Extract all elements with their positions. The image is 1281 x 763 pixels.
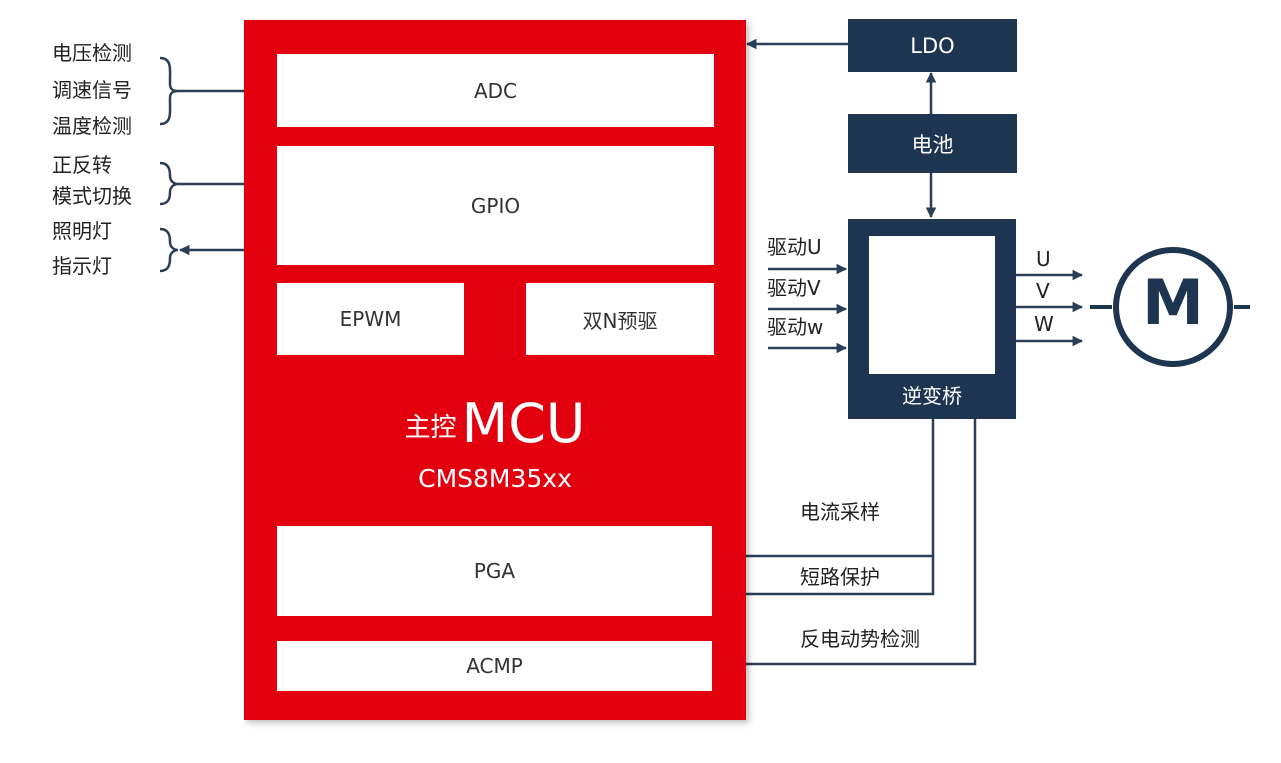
brace-gpio-in — [159, 161, 179, 206]
label-phase-v: V — [1036, 279, 1050, 303]
label-temp-detect: 温度检测 — [52, 114, 132, 138]
ldo-block: LDO — [848, 19, 1017, 72]
label-phase-u: U — [1036, 247, 1051, 271]
brace-gpio-out — [159, 227, 179, 273]
label-phase-w: W — [1034, 312, 1054, 336]
label-speed-signal: 调速信号 — [52, 78, 132, 102]
predriver-block: 双N预驱 — [526, 283, 714, 355]
pga-block: PGA — [277, 526, 712, 616]
line-bemf — [712, 419, 977, 670]
label-short-protect: 短路保护 — [800, 565, 880, 589]
label-direction: 正反转 — [52, 153, 112, 177]
brace-adc — [159, 56, 179, 126]
label-mode-switch: 模式切换 — [52, 184, 132, 208]
mcu-part-number: CMS8M35xx — [418, 464, 572, 493]
inverter-schematic-panel — [869, 236, 995, 374]
label-bemf-detect: 反电动势检测 — [800, 627, 920, 651]
gpio-block: GPIO — [277, 146, 714, 265]
label-drive-v: 驱动V — [767, 276, 821, 300]
motor-label: M — [1142, 266, 1204, 339]
battery-block: 电池 — [848, 114, 1017, 173]
label-drive-u: 驱动U — [767, 235, 822, 259]
label-voltage-detect: 电压检测 — [52, 41, 132, 65]
acmp-block: ACMP — [277, 641, 712, 691]
mcu-title-en: MCU — [461, 392, 586, 455]
label-current-sense: 电流采样 — [800, 500, 880, 524]
epwm-block: EPWM — [277, 283, 464, 355]
inverter-bridge-label: 逆变桥 — [902, 384, 962, 408]
label-drive-w: 驱动w — [767, 315, 824, 339]
line-current-sense — [712, 419, 935, 562]
mcu-title-cn: 主控 — [404, 413, 457, 443]
mcu-title: 主控 MCU — [244, 392, 746, 455]
line-short-protect — [712, 556, 935, 600]
label-lighting: 照明灯 — [52, 219, 112, 243]
adc-block: ADC — [277, 54, 714, 127]
motor-symbol — [1090, 247, 1250, 367]
label-indicator: 指示灯 — [52, 254, 112, 278]
